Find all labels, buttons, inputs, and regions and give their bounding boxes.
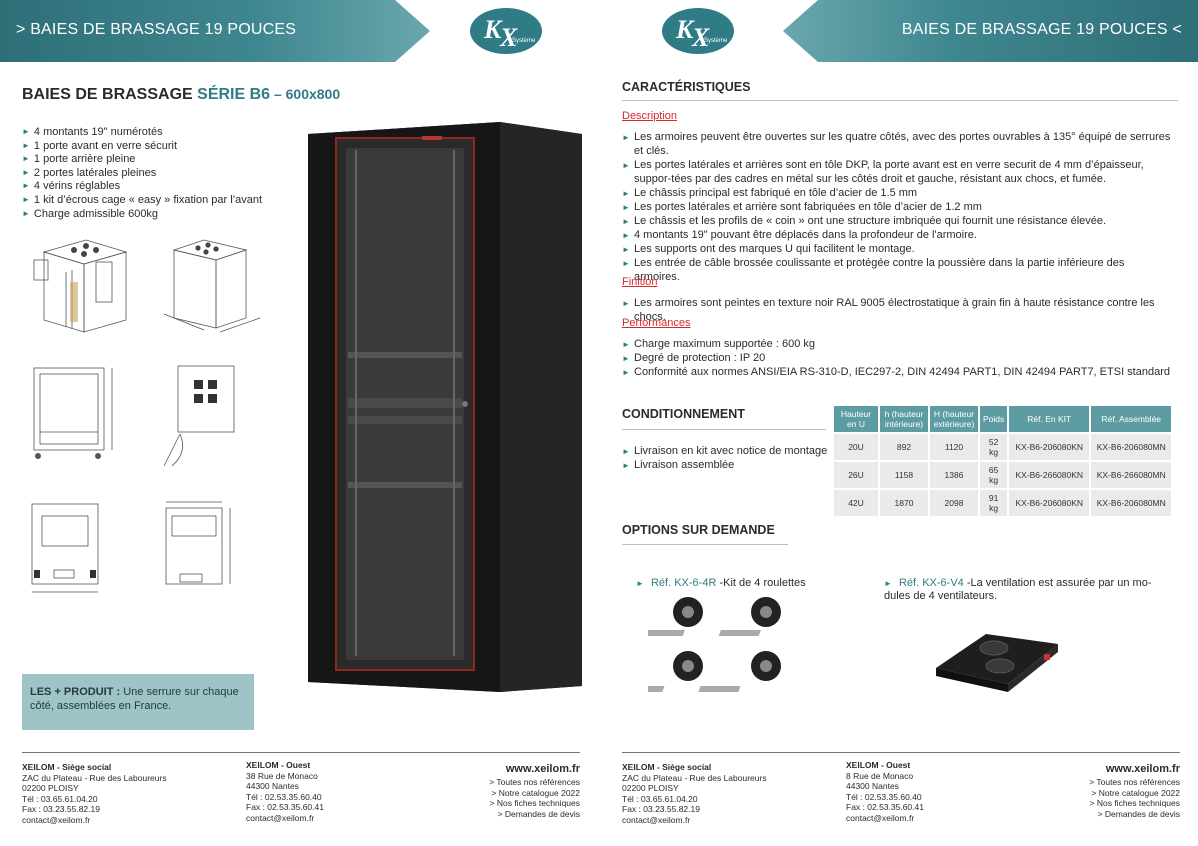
description-heading: Description [622, 110, 678, 122]
finish-item: Les armoires sont peintes en texture noi… [622, 296, 1178, 324]
description-item: Les portes latérales et arrières sont en… [622, 158, 1172, 186]
performance-list: Charge maximum supportée : 600 kg Degré … [622, 337, 1178, 380]
feature-item: Charge admissible 600kg [22, 208, 262, 222]
casters-image [648, 597, 781, 692]
header-banner-right: BAIES DE BRASSAGE 19 POUCES < [783, 0, 1198, 62]
table-header: Réf. Assemblée [1091, 406, 1172, 432]
feature-item: 2 portes latérales pleines [22, 167, 262, 181]
table-header: Poids [980, 406, 1008, 432]
header-banner-left: > BAIES DE BRASSAGE 19 POUCES [0, 0, 430, 62]
option-ventilation-label: Réf. KX-6-V4 -La ventilation est assurée… [884, 577, 1154, 602]
finish-heading: Finition [622, 276, 658, 288]
svg-text:Système: Système [512, 38, 536, 44]
packaging-list: Livraison en kit avec notice de montage … [622, 444, 832, 473]
rack-cabinet-image [308, 122, 582, 692]
description-item: 4 montants 19" pouvant être déplacés dan… [622, 228, 1172, 243]
footer-link[interactable]: > Toutes nos références [489, 777, 580, 787]
finish-list: Les armoires sont peintes en texture noi… [622, 296, 1178, 324]
description-item: Les supports ont des marques U qui facil… [622, 242, 1172, 257]
feature-item: 1 kit d’écrous cage « easy » fixation pa… [22, 194, 262, 208]
performance-heading: Performances [622, 317, 691, 329]
drawing-front-view [33, 367, 113, 459]
options-divider [622, 544, 788, 545]
svg-text:K: K [483, 15, 503, 44]
description-item: Le châssis principal est fabriqué en tôl… [622, 186, 1172, 201]
drawing-closed-rack [163, 239, 261, 333]
table-header-row: Hauteur en U h (hauteur intérieure) H (h… [834, 406, 1172, 432]
description-item: Les entrée de câble brossée coulissante … [622, 256, 1172, 284]
packaging-title: CONDITIONNEMENT [622, 407, 745, 421]
table-header: h (hauteur intérieure) [880, 406, 928, 432]
footer-links-right: > Toutes nos références > Notre catalogu… [1050, 777, 1180, 819]
svg-text:X: X [691, 23, 710, 52]
table-header: H (hauteur extérieure) [930, 406, 978, 432]
feature-list: 4 montants 19" numérotés 1 porte avant e… [22, 126, 262, 221]
description-item: Les armoires peuvent être ouvertes sur l… [622, 130, 1172, 158]
packaging-item: Livraison assemblée [622, 458, 832, 473]
website-link-right[interactable]: www.xeilom.fr [1105, 763, 1180, 775]
drawing-open-rack [33, 239, 128, 333]
packaging-divider [622, 429, 826, 430]
option-casters-label: Réf. KX-6-4R -Kit de 4 roulettes [636, 577, 806, 590]
packaging-item: Livraison en kit avec notice de montage [622, 444, 832, 459]
footer-links-left: > Toutes nos références > Notre catalogu… [450, 777, 580, 819]
banner-title-left: > BAIES DE BRASSAGE 19 POUCES [16, 21, 297, 38]
table-header: Hauteur en U [834, 406, 878, 432]
product-plus-box: LES + PRODUIT : Une serrure sur chaque c… [22, 674, 254, 730]
packaging-table: Hauteur en U h (hauteur intérieure) H (h… [832, 404, 1173, 518]
footer-link[interactable]: > Demandes de devis [497, 808, 580, 819]
product-title: BAIES DE BRASSAGE SÉRIE B6 – 600x800 [22, 86, 341, 103]
kx-logo-left: K X Système [470, 8, 542, 54]
ventilation-unit-image [936, 634, 1058, 692]
footer-link[interactable]: > Toutes nos références [1089, 777, 1180, 787]
footer-hq-left: XEILOM - Siège social ZAC du Plateau - R… [22, 762, 167, 825]
website-link-left[interactable]: www.xeilom.fr [505, 763, 580, 775]
performance-item: Degré de protection : IP 20 [622, 351, 1178, 366]
characteristics-divider [622, 100, 1178, 101]
feature-item: 4 montants 19" numérotés [22, 126, 262, 140]
footer-link[interactable]: > Notre catalogue 2022 [1091, 787, 1180, 798]
characteristics-title: CARACTÉRISTIQUES [622, 80, 751, 94]
options-title: OPTIONS SUR DEMANDE [622, 523, 775, 537]
description-item: Le châssis et les profils de « coin » on… [622, 214, 1172, 229]
kx-logo-right: K X Système [662, 8, 734, 54]
drawing-base-view [165, 501, 231, 585]
feature-item: 1 porte arrière pleine [22, 153, 262, 167]
footer-link[interactable]: > Notre catalogue 2022 [491, 787, 580, 798]
footer-divider-left [22, 752, 580, 753]
footer-hq-right: XEILOM - Siège social ZAC du Plateau - R… [622, 762, 767, 825]
banner-title-right: BAIES DE BRASSAGE 19 POUCES < [901, 21, 1182, 38]
footer-link[interactable]: > Nos fiches techniques [1089, 798, 1180, 808]
drawing-bottom-view [31, 503, 99, 593]
description-item: Les portes latérales et arrière sont fab… [622, 200, 1172, 215]
feature-item: 4 vérins réglables [22, 180, 262, 194]
footer-link[interactable]: > Demandes de devis [1097, 808, 1180, 819]
svg-text:X: X [499, 23, 518, 52]
performance-item: Conformité aux normes ANSI/EIA RS-310-D,… [622, 365, 1178, 380]
svg-text:Système: Système [704, 38, 728, 44]
drawing-top-view [163, 365, 235, 467]
svg-text:K: K [675, 15, 695, 44]
description-list: Les armoires peuvent être ouvertes sur l… [622, 130, 1172, 284]
footer-link[interactable]: > Nos fiches techniques [489, 798, 580, 808]
footer-divider-right [622, 752, 1180, 753]
performance-item: Charge maximum supportée : 600 kg [622, 337, 1178, 352]
table-header: Réf. En KIT [1009, 406, 1090, 432]
feature-item: 1 porte avant en verre sécurit [22, 140, 262, 154]
